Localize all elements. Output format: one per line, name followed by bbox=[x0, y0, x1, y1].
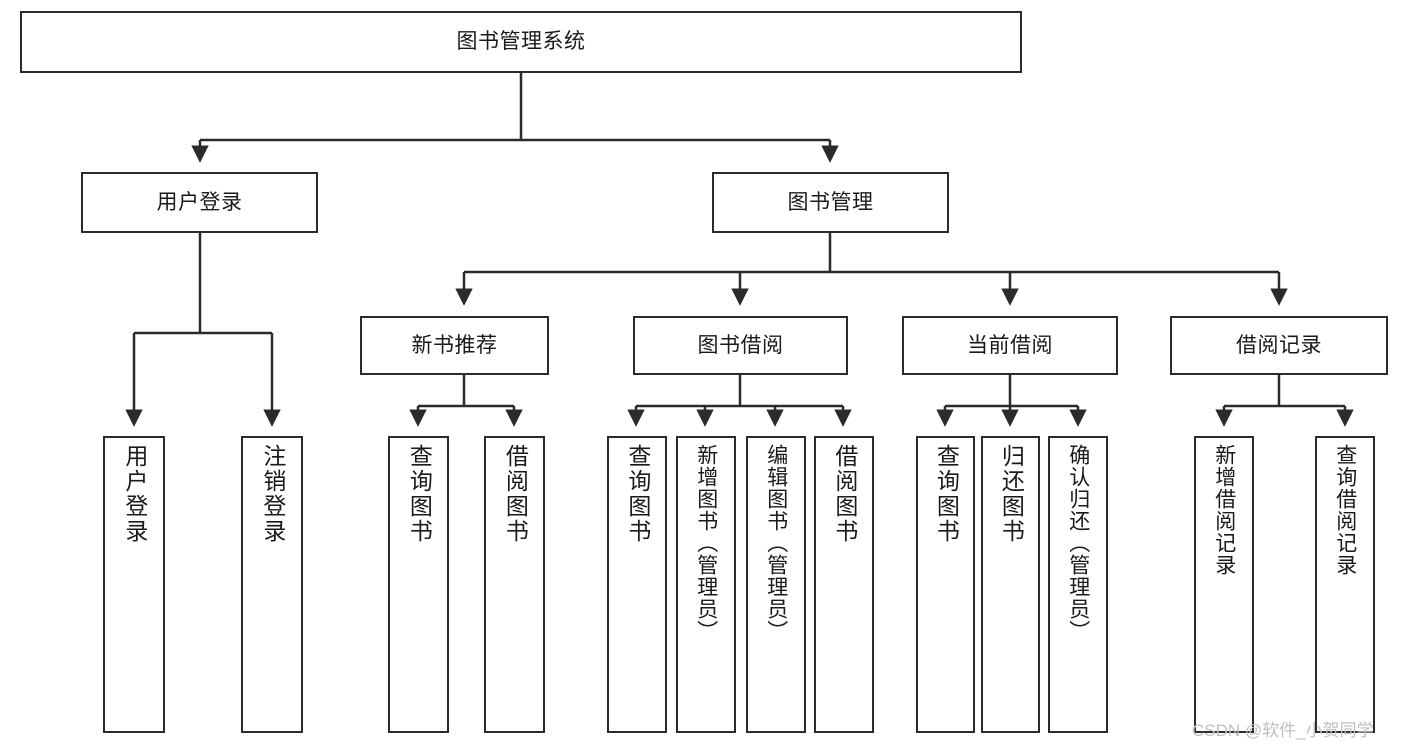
node-borrow-record-label: 借阅记录 bbox=[1236, 333, 1322, 357]
node-leaf-add-record-label: 新增借阅记录 bbox=[1212, 444, 1236, 576]
node-leaf-query-book-1-label: 查询图书 bbox=[406, 444, 433, 544]
node-leaf-confirm-return[interactable]: 确认归还（管理员） bbox=[1048, 436, 1108, 733]
node-current-borrow-label: 当前借阅 bbox=[967, 333, 1053, 357]
node-leaf-borrow-book-2[interactable]: 借阅图书 bbox=[814, 436, 874, 733]
node-leaf-borrow-book-1-label: 借阅图书 bbox=[502, 444, 529, 544]
node-leaf-return-book[interactable]: 归还图书 bbox=[981, 436, 1040, 733]
node-user-login[interactable]: 用户登录 bbox=[81, 172, 318, 233]
node-book-management[interactable]: 图书管理 bbox=[712, 172, 949, 233]
node-leaf-logout-label: 注销登录 bbox=[259, 444, 286, 544]
node-leaf-query-record[interactable]: 查询借阅记录 bbox=[1315, 436, 1375, 733]
node-leaf-query-record-label: 查询借阅记录 bbox=[1333, 444, 1357, 576]
node-leaf-logout[interactable]: 注销登录 bbox=[241, 436, 303, 733]
node-borrow-record[interactable]: 借阅记录 bbox=[1170, 316, 1388, 375]
node-current-borrow[interactable]: 当前借阅 bbox=[902, 316, 1118, 375]
node-book-borrow-label: 图书借阅 bbox=[697, 333, 784, 357]
node-new-book-recommend[interactable]: 新书推荐 bbox=[360, 316, 549, 375]
node-leaf-user-login[interactable]: 用户登录 bbox=[103, 436, 165, 733]
node-root-label: 图书管理系统 bbox=[456, 30, 586, 54]
node-root[interactable]: 图书管理系统 bbox=[20, 11, 1022, 73]
node-leaf-edit-book[interactable]: 编辑图书（管理员） bbox=[746, 436, 806, 733]
watermark-text: CSDN @软件_小贺同学 bbox=[1192, 721, 1374, 740]
node-leaf-edit-book-label: 编辑图书（管理员） bbox=[764, 444, 788, 642]
node-leaf-add-book[interactable]: 新增图书（管理员） bbox=[676, 436, 736, 733]
node-leaf-query-book-3-label: 查询图书 bbox=[933, 444, 960, 544]
node-leaf-borrow-book-1[interactable]: 借阅图书 bbox=[484, 436, 545, 733]
node-leaf-query-book-3[interactable]: 查询图书 bbox=[916, 436, 975, 733]
node-leaf-query-book-1[interactable]: 查询图书 bbox=[388, 436, 449, 733]
node-user-login-label: 用户登录 bbox=[156, 190, 243, 214]
node-leaf-borrow-book-2-label: 借阅图书 bbox=[831, 444, 858, 544]
node-new-book-recommend-label: 新书推荐 bbox=[411, 333, 498, 357]
node-leaf-query-book-2[interactable]: 查询图书 bbox=[607, 436, 667, 733]
node-leaf-user-login-label: 用户登录 bbox=[121, 444, 148, 544]
node-book-borrow[interactable]: 图书借阅 bbox=[633, 316, 848, 375]
node-leaf-add-record[interactable]: 新增借阅记录 bbox=[1194, 436, 1254, 733]
node-leaf-confirm-return-label: 确认归还（管理员） bbox=[1066, 444, 1090, 642]
node-book-management-label: 图书管理 bbox=[787, 190, 874, 214]
node-leaf-query-book-2-label: 查询图书 bbox=[624, 444, 651, 544]
node-leaf-add-book-label: 新增图书（管理员） bbox=[694, 444, 718, 642]
node-leaf-return-book-label: 归还图书 bbox=[998, 444, 1025, 544]
